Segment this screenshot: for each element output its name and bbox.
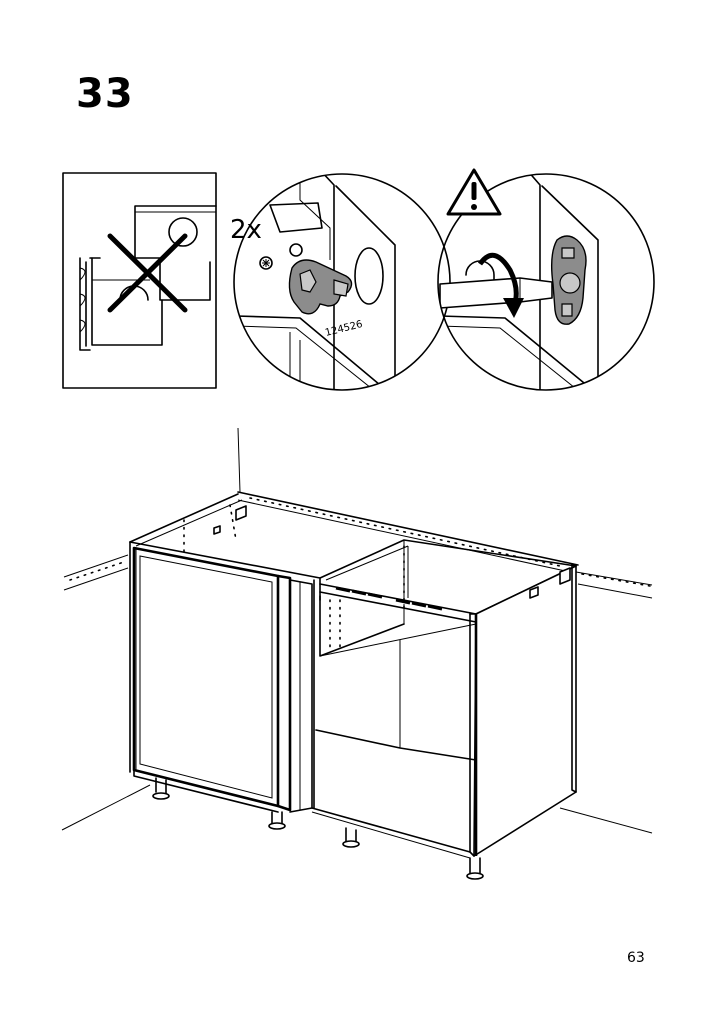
cabinet-legs: [152, 777, 484, 880]
quantity-label: 2x: [230, 215, 262, 245]
page-number: 63: [627, 950, 645, 966]
fitting-detail-circle: [233, 173, 451, 391]
step-number: 33: [76, 71, 134, 117]
screwdriver-detail-circle: [437, 173, 655, 391]
corner-cabinet-illustration: [61, 427, 653, 880]
screw-head-icon: [259, 256, 273, 270]
part-number-label: 124526: [324, 319, 364, 339]
warning-triangle-icon: [446, 168, 502, 216]
incorrect-installation-panel: [62, 172, 217, 389]
rotate-arrow-icon: [477, 252, 524, 318]
cross-mark-icon: [107, 233, 188, 313]
